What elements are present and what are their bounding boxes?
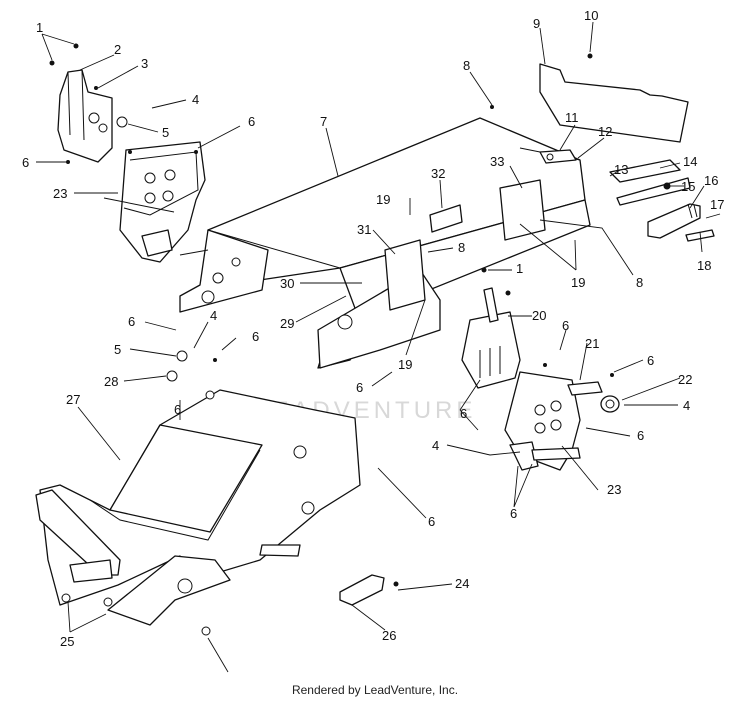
callout-8: 8 xyxy=(463,58,470,73)
callout-15: 15 xyxy=(681,179,695,194)
callout-5: 5 xyxy=(162,125,169,140)
callout-2: 2 xyxy=(114,42,121,57)
callout-labels: 1 2 3 4 5 6 6 23 7 8 9 10 11 12 13 14 15… xyxy=(22,8,724,649)
center-bracket-20 xyxy=(461,267,521,389)
callout-27: 27 xyxy=(66,392,80,407)
callout-9: 9 xyxy=(533,16,540,31)
callout-1: 1 xyxy=(36,20,43,35)
callout-3: 3 xyxy=(141,56,148,71)
callout-6: 6 xyxy=(562,318,569,333)
callout-26: 25 xyxy=(60,634,74,649)
callout-4: 4 xyxy=(683,398,690,413)
upper-left-bracket-assembly xyxy=(49,43,206,263)
callout-16: 16 xyxy=(704,173,718,188)
callout-28: 28 xyxy=(104,374,118,389)
callout-31: 31 xyxy=(357,222,371,237)
callout-23: 23 xyxy=(607,482,621,497)
callout-19: 19 xyxy=(398,357,412,372)
callout-6: 6 xyxy=(128,314,135,329)
callout-22: 22 xyxy=(678,372,692,387)
footer-credit: Rendered by LeadVenture, Inc. xyxy=(291,683,459,697)
callout-5: 5 xyxy=(114,342,121,357)
callout-29: 29 xyxy=(280,316,294,331)
leader-lines xyxy=(36,21,705,673)
callout-32: 32 xyxy=(431,166,445,181)
callout-21: 21 xyxy=(585,336,599,351)
callout-7: 7 xyxy=(320,114,327,129)
fasteners xyxy=(61,350,211,636)
upper-right-parts xyxy=(490,53,721,242)
callout-6: 6 xyxy=(248,114,255,129)
callout-4: 4 xyxy=(192,92,199,107)
callout-6: 6 xyxy=(252,329,259,344)
callout-1: 1 xyxy=(516,261,523,276)
callout-6: 6 xyxy=(647,353,654,368)
callout-6: 6 xyxy=(428,514,435,529)
callout-6: 6 xyxy=(22,155,29,170)
callout-6: 6 xyxy=(460,406,467,421)
callout-6: 6 xyxy=(356,380,363,395)
callout-18: 18 xyxy=(697,258,711,273)
callout-6: 6 xyxy=(637,428,644,443)
main-tunnel-frame xyxy=(179,117,591,369)
callout-6: 6 xyxy=(174,402,181,417)
callout-6: 24 xyxy=(455,576,469,591)
callout-30: 30 xyxy=(280,276,294,291)
callout-4: 4 xyxy=(210,308,217,323)
callout-17: 17 xyxy=(710,197,724,212)
lower-right-bracket-assembly xyxy=(504,363,620,471)
callout-19: 19 xyxy=(376,192,390,207)
callout-10: 10 xyxy=(584,8,598,23)
callout-19: 19 xyxy=(571,275,585,290)
callout-33: 33 xyxy=(490,154,504,169)
callout-8: 8 xyxy=(636,275,643,290)
lower-chassis-frame xyxy=(35,358,361,626)
callout-11: 11 xyxy=(565,110,579,125)
bracket-24 xyxy=(339,574,399,606)
callout-12: 12 xyxy=(598,124,612,139)
callout-20: 20 xyxy=(532,308,546,323)
callout-8: 8 xyxy=(458,240,465,255)
callout-6: 6 xyxy=(510,506,517,521)
callout-14: 14 xyxy=(683,154,697,169)
callout-13: 13 xyxy=(614,162,628,177)
callout-4: 4 xyxy=(432,438,439,453)
callout-23: 23 xyxy=(53,186,67,201)
callout-24: 26 xyxy=(382,628,396,643)
